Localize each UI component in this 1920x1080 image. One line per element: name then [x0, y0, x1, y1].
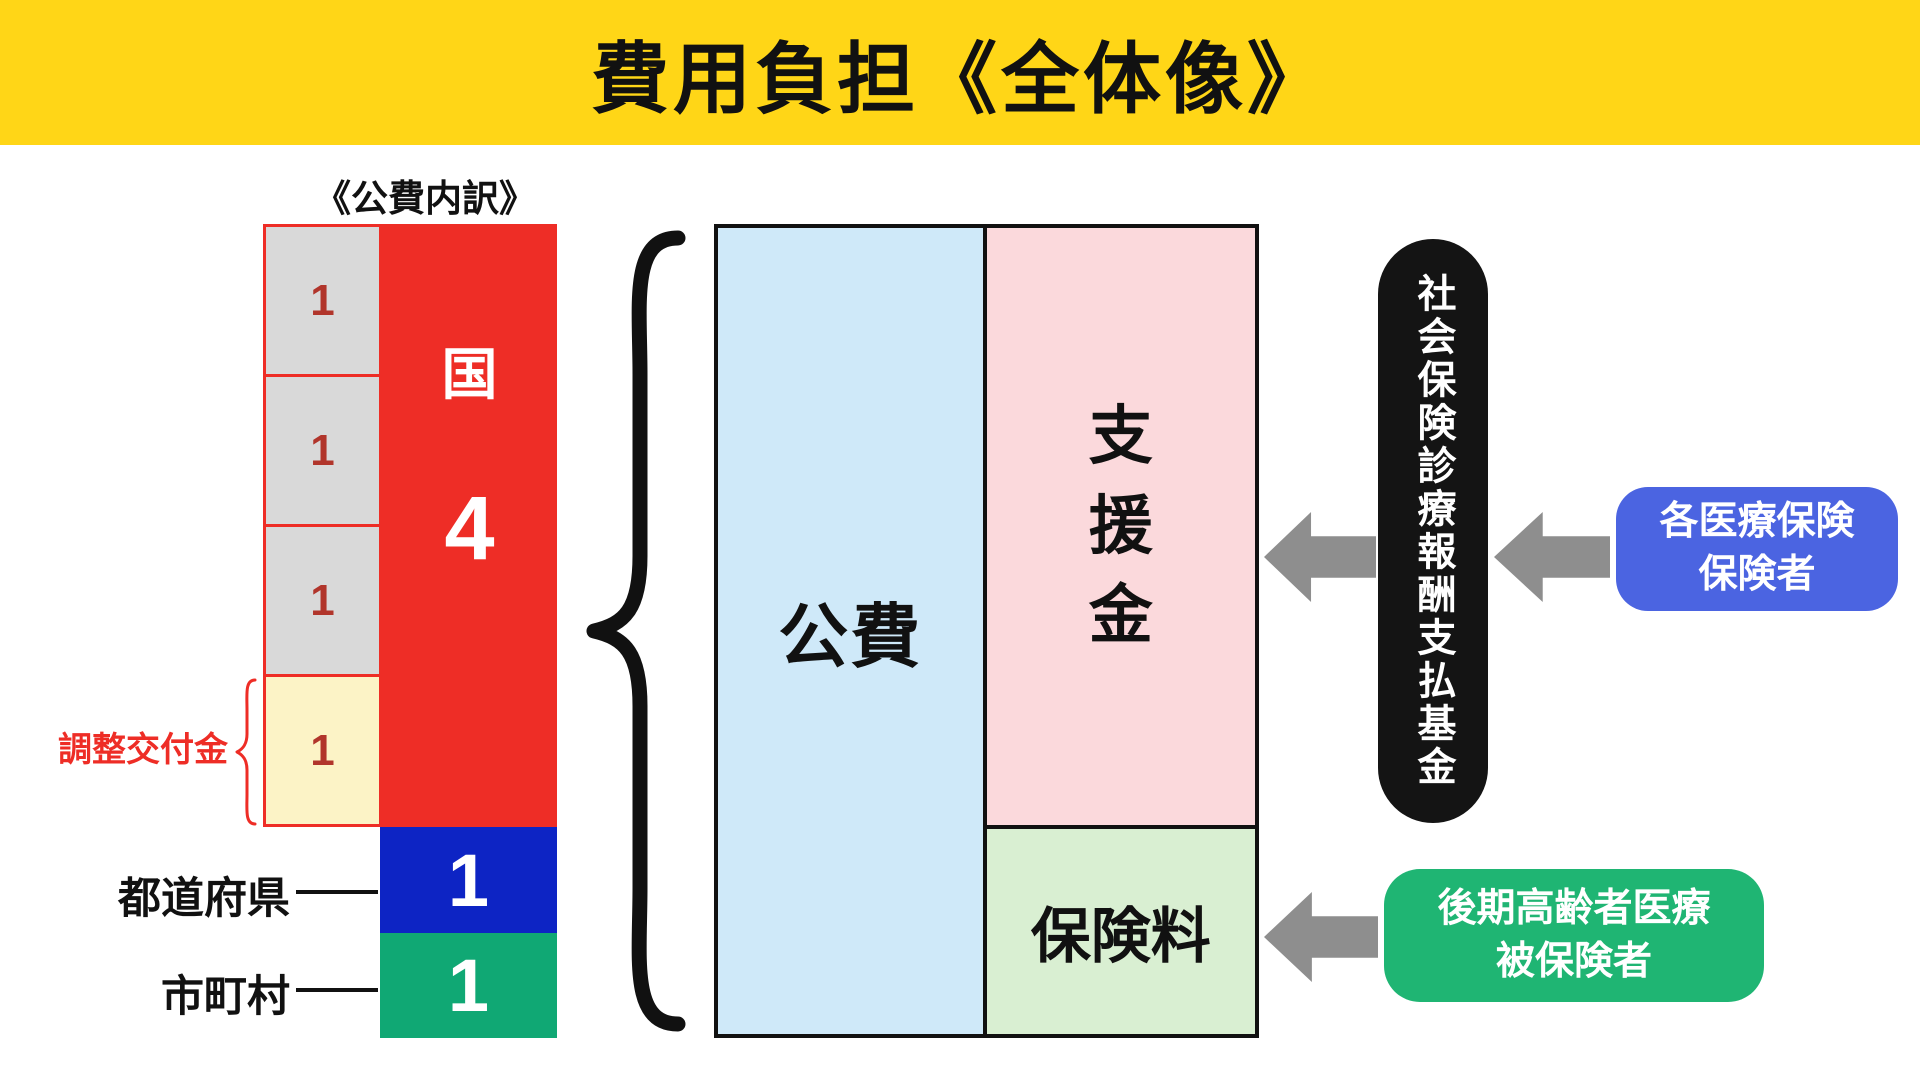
premium-pane: 保険料 [986, 825, 1255, 1034]
prefecture-label: 都道府県 [118, 875, 290, 923]
prefecture-value: 1 [447, 838, 490, 922]
adjustment-grant-unit-box: 1 [266, 677, 379, 824]
national-label: 国 [441, 343, 498, 406]
unit-box: 1 [266, 227, 379, 374]
big-brace-icon [586, 230, 686, 1032]
prefecture-share-bar: 1 [380, 827, 557, 933]
public-expense-pane: 公費 [718, 228, 987, 1034]
arrow-left-icon [1264, 512, 1376, 602]
adjustment-grant-brace-icon [235, 678, 257, 826]
municipality-leader-line [296, 988, 378, 992]
title-banner: 費用負担《全体像》 [0, 0, 1920, 145]
national-value: 4 [444, 479, 495, 579]
premium-label: 保険料 [1030, 903, 1211, 971]
right-panes: 支 援 金 保険料 [986, 228, 1255, 1034]
public-expense-label: 公費 [778, 597, 923, 676]
adjustment-grant-label: 調整交付金 [58, 731, 228, 769]
cost-structure-box: 公費 支 援 金 保険料 [714, 224, 1259, 1038]
municipality-label: 市町村 [161, 973, 290, 1021]
municipality-share-bar: 1 [380, 933, 557, 1038]
payment-fund-pill: 社会保険診療報酬支払基金 [1378, 239, 1488, 823]
support-fund-label: 支 援 金 [1088, 400, 1153, 652]
support-fund-pane: 支 援 金 [986, 228, 1255, 826]
medical-insurers-label: 各医療保険 保険者 [1659, 500, 1855, 596]
insured-persons-box: 後期高齢者医療 被保険者 [1384, 869, 1764, 1002]
page-title: 費用負担《全体像》 [590, 34, 1329, 123]
payment-fund-label: 社会保険診療報酬支払基金 [1412, 273, 1455, 789]
municipality-value: 1 [447, 944, 490, 1027]
public-expense-breakdown-heading: 《公費内訳》 [314, 178, 536, 219]
arrow-left-icon [1494, 512, 1610, 602]
prefecture-leader-line [296, 890, 378, 894]
insured-persons-label: 後期高齢者医療 被保険者 [1437, 886, 1711, 983]
unit-box: 1 [266, 377, 379, 524]
medical-insurers-box: 各医療保険 保険者 [1616, 487, 1898, 611]
unit-box: 1 [266, 527, 379, 674]
national-unit-column: 1 1 1 1 [263, 224, 382, 827]
arrow-left-icon [1264, 892, 1378, 982]
